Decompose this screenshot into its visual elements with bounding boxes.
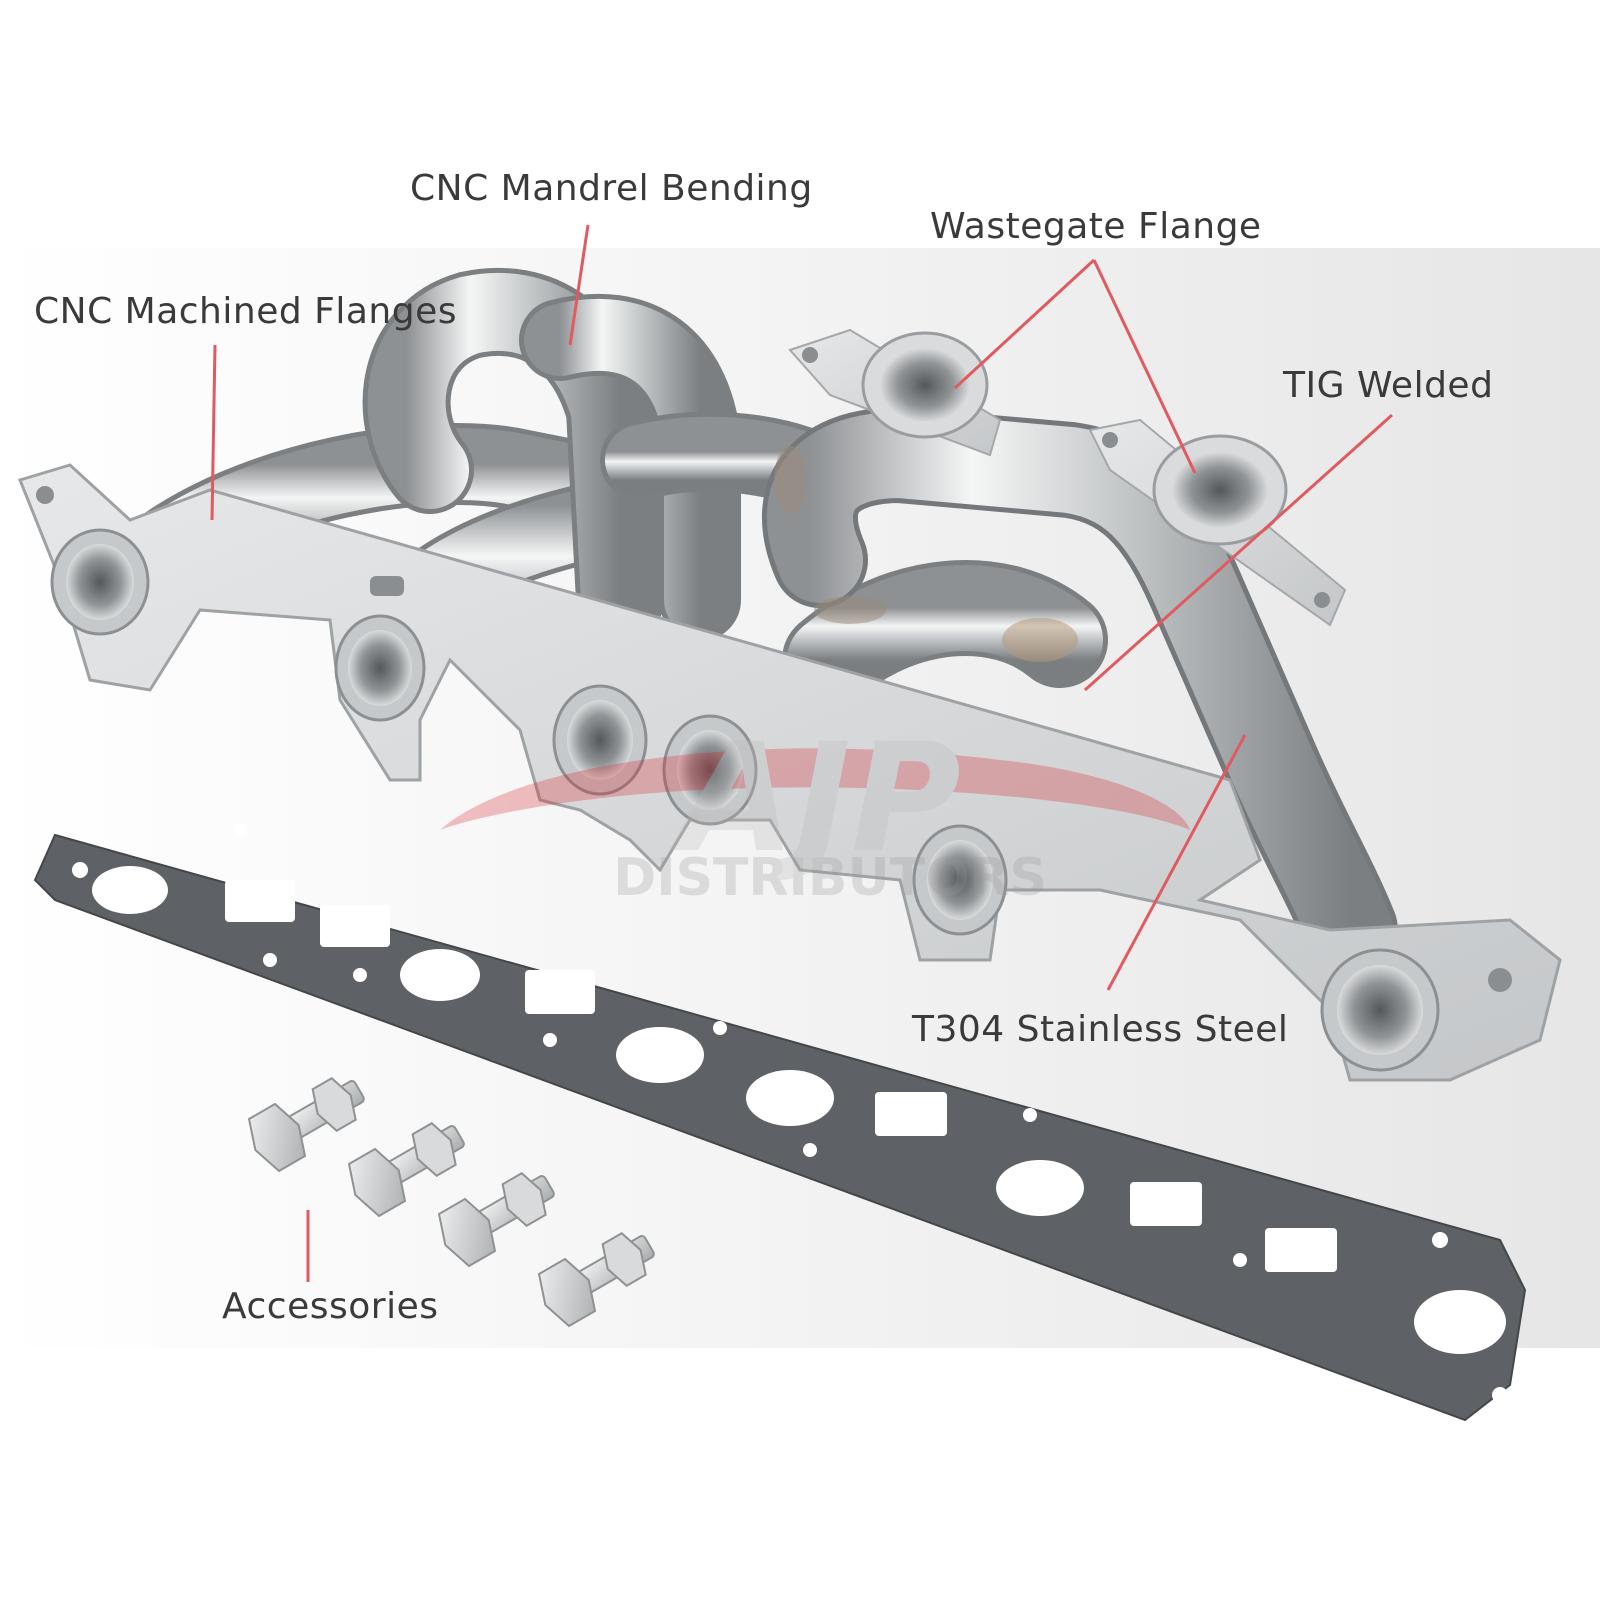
callout-wastegate-flange: Wastegate Flange — [930, 206, 1262, 247]
bolt-1 — [247, 1076, 365, 1173]
watermark-logo-text: AJP — [669, 712, 961, 886]
leader-line-t304 — [1106, 734, 1247, 991]
bolt-4 — [537, 1231, 655, 1328]
callout-mandrel-bending: CNC Mandrel Bending — [410, 168, 813, 209]
watermark-logo: AJP DISTRIBUTORS — [440, 712, 1190, 908]
callout-tig-welded: TIG Welded — [1283, 365, 1494, 406]
wastegate-flange-right — [1088, 418, 1347, 627]
callout-t304-stainless: T304 Stainless Steel — [912, 1009, 1289, 1050]
header-pipes — [109, 267, 1398, 978]
leader-line-tig — [1083, 413, 1394, 692]
head-flange-plate — [17, 463, 1562, 1082]
leader-line-wastegate-left — [953, 258, 1096, 390]
callout-machined-flanges: CNC Machined Flanges — [34, 291, 457, 332]
weld-seam — [774, 446, 1078, 662]
watermark-sub-text: DISTRIBUTORS — [613, 848, 1047, 908]
leader-line-mandrel — [568, 224, 590, 346]
leader-line-machined — [210, 344, 217, 521]
callout-accessories: Accessories — [222, 1286, 439, 1327]
wastegate-flange-left — [788, 328, 1002, 457]
accessory-bolts — [247, 1076, 655, 1328]
bolt-2 — [347, 1121, 465, 1218]
bolt-3 — [437, 1171, 555, 1268]
leader-line-wastegate-right — [1092, 259, 1197, 474]
leader-lines — [210, 224, 1394, 1282]
gasket — [33, 823, 1527, 1422]
